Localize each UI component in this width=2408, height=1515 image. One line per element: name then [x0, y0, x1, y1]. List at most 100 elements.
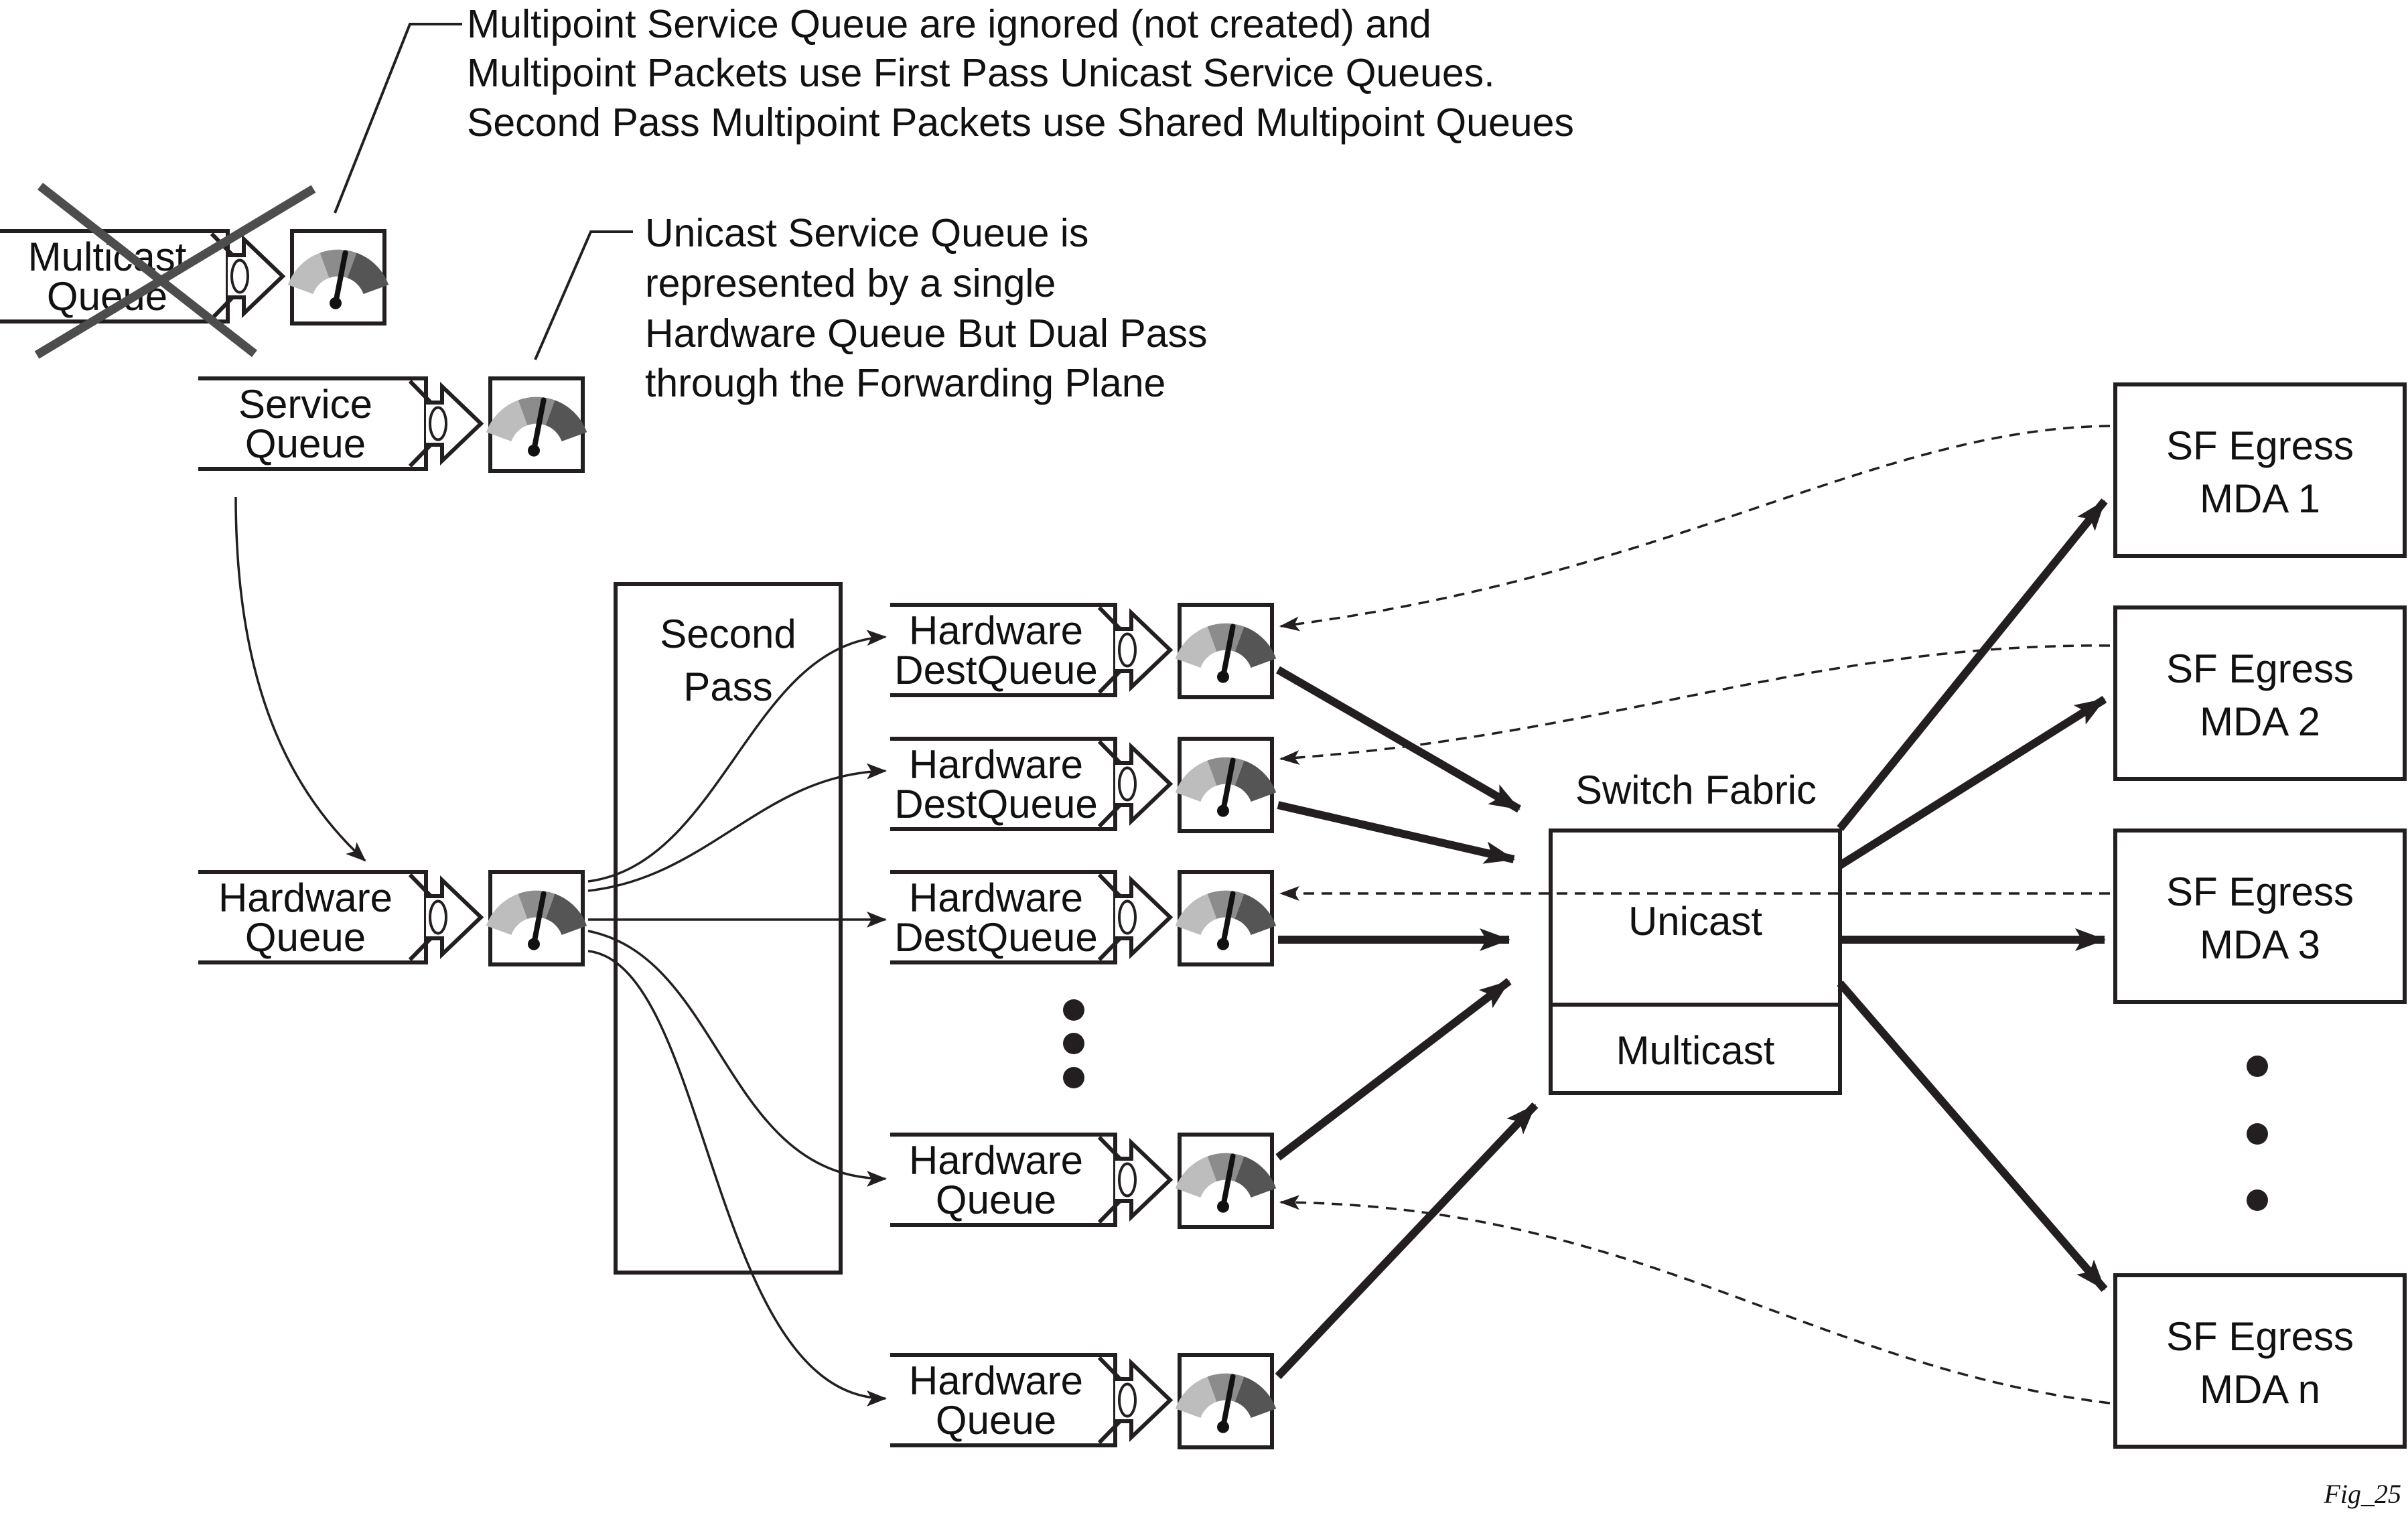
service-queue-label-2: Queue — [245, 421, 366, 466]
dest-queue-3-label-1: Hardware — [909, 875, 1083, 920]
multicast-queue-cross-out — [34, 182, 316, 359]
rate-meter-icon — [486, 870, 587, 966]
unicast-note: Unicast Service Queue is represented by … — [534, 211, 1208, 405]
arrow-fabric-to-mda-n — [1837, 981, 2108, 1292]
egress-mda-3: SF Egress MDA 3 — [2113, 828, 2407, 1004]
hw-queue-4-label-2: Queue — [936, 1177, 1056, 1222]
queue-units: MulticastQueueServiceQueueHardwareQueueH… — [0, 229, 1277, 1449]
switch-fabric-box — [1549, 828, 1842, 1095]
fanout-to-dest-queue-1 — [587, 630, 887, 883]
second-pass-box: Second Pass — [614, 582, 843, 1275]
scheduler-icon — [1118, 632, 1137, 668]
arrow-fabric-to-mda-1 — [1837, 498, 2108, 831]
unicast-note-line-4: through the Forwarding Plane — [645, 361, 1165, 405]
arrow-hw-5-to-fabric — [1275, 1102, 1539, 1380]
service-queue-label-1: Service — [238, 382, 372, 427]
rate-meter-icon — [1175, 870, 1277, 966]
egress-mda-1: SF Egress MDA 1 — [2113, 382, 2407, 558]
egress-mda-2-label-1: SF Egress — [2166, 646, 2354, 691]
multipoint-note: Multipoint Service Queue are ignored (no… — [334, 2, 1574, 214]
dest-queue-1-label-1: Hardware — [909, 608, 1083, 653]
egress-mda-1-label-1: SF Egress — [2166, 423, 2354, 468]
rate-meter-icon — [287, 229, 389, 326]
scheduler-icon — [1118, 1382, 1137, 1418]
queue-flow-arrow — [1115, 607, 1174, 693]
dest-queue-3-label-2: DestQueue — [894, 915, 1098, 960]
queue-ellipsis — [1063, 999, 1084, 1088]
second-pass-label-1: Second — [660, 611, 796, 656]
arrow-fabric-to-mda-2 — [1837, 695, 2107, 869]
egress-ellipsis — [2247, 1056, 2268, 1211]
fanout-to-dest-queue-2 — [587, 763, 887, 892]
hardware-queue-label-1: Hardware — [218, 875, 393, 920]
multipoint-note-line-2: Multipoint Packets use First Pass Unicas… — [467, 51, 1495, 95]
rate-meter-icon — [1175, 603, 1277, 699]
second-pass-label-2: Pass — [683, 664, 772, 709]
egress-mda-1-label-2: MDA 1 — [2200, 476, 2320, 521]
unicast-note-line-1: Unicast Service Queue is — [645, 211, 1088, 255]
multipoint-note-leader — [334, 23, 462, 214]
hw-queue-5-label-2: Queue — [936, 1398, 1056, 1443]
fabric-to-egress-arrows — [1837, 498, 2108, 1292]
second-pass-fanout — [587, 630, 887, 1406]
feedback-mda-1 — [1279, 425, 2111, 632]
scheduler-icon — [1118, 899, 1137, 935]
queue-flow-arrow — [1115, 875, 1174, 960]
unicast-note-line-2: represented by a single — [645, 261, 1056, 305]
hw-queue-5-label-1: Hardware — [909, 1358, 1083, 1403]
scheduler-icon — [429, 406, 447, 441]
queue-flow-arrow — [1115, 741, 1174, 826]
dest-queue-1-label-2: DestQueue — [894, 648, 1098, 693]
egress-mda-n-label-1: SF Egress — [2166, 1314, 2354, 1359]
feedback-mda-n — [1279, 1195, 2111, 1404]
feedback-mda-2 — [1279, 644, 2111, 766]
service-to-hardware-arrow — [234, 496, 366, 862]
queue-flow-arrow — [228, 234, 286, 319]
fanout-to-hw-queue-5 — [587, 950, 887, 1406]
egress-mda-3-label-2: MDA 3 — [2200, 922, 2320, 967]
switch-fabric-title: Switch Fabric — [1575, 768, 1817, 812]
egress-mda-n: SF Egress MDA n — [2113, 1273, 2407, 1449]
scheduler-icon — [230, 259, 249, 294]
rate-meter-icon — [1175, 737, 1277, 833]
scheduler-icon — [1118, 1162, 1137, 1198]
egress-mda-n-label-2: MDA n — [2200, 1367, 2320, 1412]
switch-fabric-unicast: Unicast — [1628, 899, 1762, 944]
rate-meter-icon — [1175, 1133, 1277, 1229]
dest-queue-2-label-2: DestQueue — [894, 782, 1098, 826]
rate-meter-icon — [486, 376, 587, 473]
multipoint-note-line-3: Second Pass Multipoint Packets use Share… — [467, 100, 1574, 145]
arrow-dest-2-to-fabric — [1277, 801, 1515, 864]
fanout-to-hw-queue-4 — [587, 930, 887, 1187]
unicast-note-line-3: Hardware Queue But Dual Pass — [645, 311, 1208, 356]
queue-flow-arrow — [1115, 1137, 1174, 1222]
switch-fabric-multicast: Multicast — [1616, 1028, 1775, 1073]
queue-flow-arrow — [426, 875, 484, 960]
hardware-queue-label-2: Queue — [245, 915, 366, 960]
figure-id: Fig_25 — [2323, 1479, 2401, 1509]
scheduler-icon — [1118, 766, 1137, 802]
rate-meter-icon — [1175, 1353, 1277, 1449]
switch-fabric: Switch Fabric Unicast Multicast — [1549, 768, 1842, 1095]
feedback-dashed-arrows — [1279, 425, 2111, 1404]
hw-queue-4-label-1: Hardware — [909, 1138, 1083, 1183]
queue-flow-arrow — [426, 381, 484, 466]
egress-mda-2: SF Egress MDA 2 — [2113, 605, 2407, 781]
dest-queue-2-label-1: Hardware — [909, 742, 1083, 787]
scheduler-icon — [429, 899, 447, 935]
unicast-note-leader — [534, 230, 633, 360]
queue-to-fabric-arrows — [1275, 666, 1539, 1380]
egress-mda-2-label-2: MDA 2 — [2200, 699, 2320, 744]
egress-mda-3-label-1: SF Egress — [2166, 869, 2354, 914]
arrow-hw-4-to-fabric — [1275, 978, 1512, 1161]
multipoint-note-line-1: Multipoint Service Queue are ignored (no… — [467, 2, 1431, 46]
